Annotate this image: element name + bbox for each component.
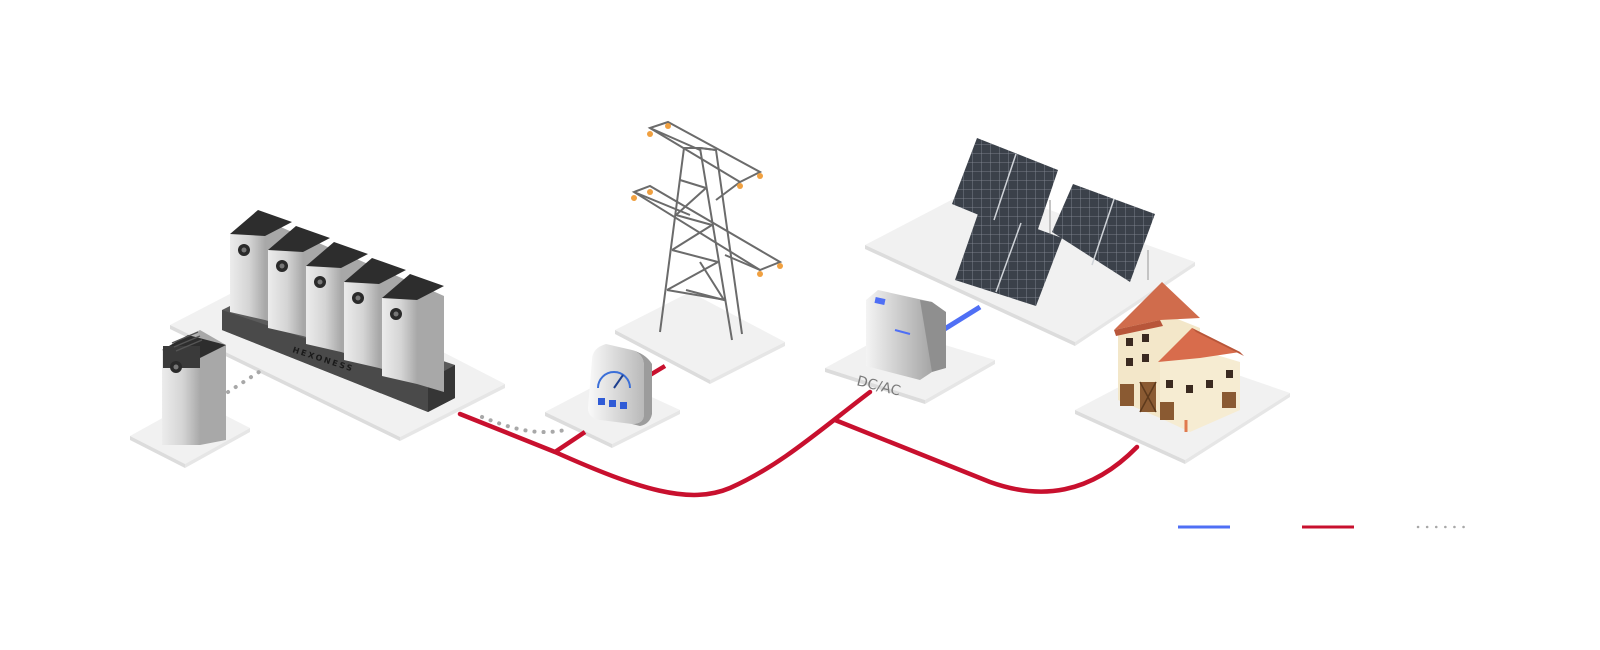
data-line-meter (480, 415, 567, 435)
battery-icon (162, 330, 226, 445)
inverter-icon (866, 290, 946, 380)
power-tower-icon (631, 120, 783, 341)
connections (226, 304, 1140, 498)
ac-line-house (832, 417, 1140, 494)
insulators (631, 123, 783, 277)
battery-module-5 (382, 274, 444, 392)
ac-line-main (457, 389, 873, 498)
energy-meter (588, 344, 652, 426)
transmission-tower (631, 120, 783, 341)
dc-line-solar (941, 304, 982, 333)
solar-array (952, 138, 1155, 306)
house-icon (1114, 282, 1244, 432)
battery-rack-icon: HEXONESS (222, 210, 455, 412)
data-line-batteries (226, 368, 264, 394)
solar-panel-2 (1052, 184, 1155, 282)
battery-single (162, 330, 226, 445)
inverter: DC/AC (855, 290, 946, 400)
solar-panel-icon (952, 138, 1155, 306)
tower-platform (615, 292, 785, 384)
house (1114, 282, 1244, 432)
ac-line-meter-branch (553, 430, 587, 454)
gauge-icon (588, 344, 652, 426)
battery-rack: HEXONESS (222, 210, 455, 412)
